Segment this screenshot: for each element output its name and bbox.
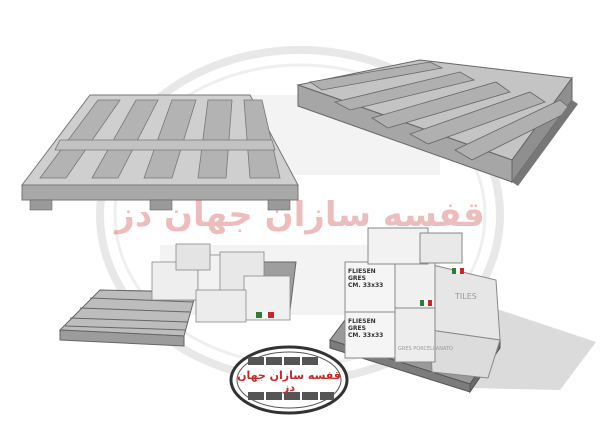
- pallet-top-left: [20, 94, 299, 211]
- box-label-porcelain: GRES PORCELLANATO: [398, 346, 453, 352]
- pallet-top-right: [296, 59, 578, 186]
- logo-text: قفسه سازان جهان دز: [237, 369, 341, 394]
- box-label-front-title: FLIESEN GRES: [348, 268, 376, 282]
- company-logo: [229, 345, 349, 415]
- box-label-front-title-2: FLIESEN GRES: [348, 318, 376, 332]
- crate-shadow: [470, 300, 596, 390]
- box-label-front-size-2: CM. 33x33: [348, 332, 384, 339]
- box-stack-middle: [151, 243, 297, 323]
- box-stack-right: [329, 227, 501, 394]
- watermark-text: قفسه سازان جهان دز: [115, 195, 485, 235]
- box-label-front-size: CM. 33x33: [348, 282, 384, 289]
- box-label-side: TILES: [455, 292, 477, 301]
